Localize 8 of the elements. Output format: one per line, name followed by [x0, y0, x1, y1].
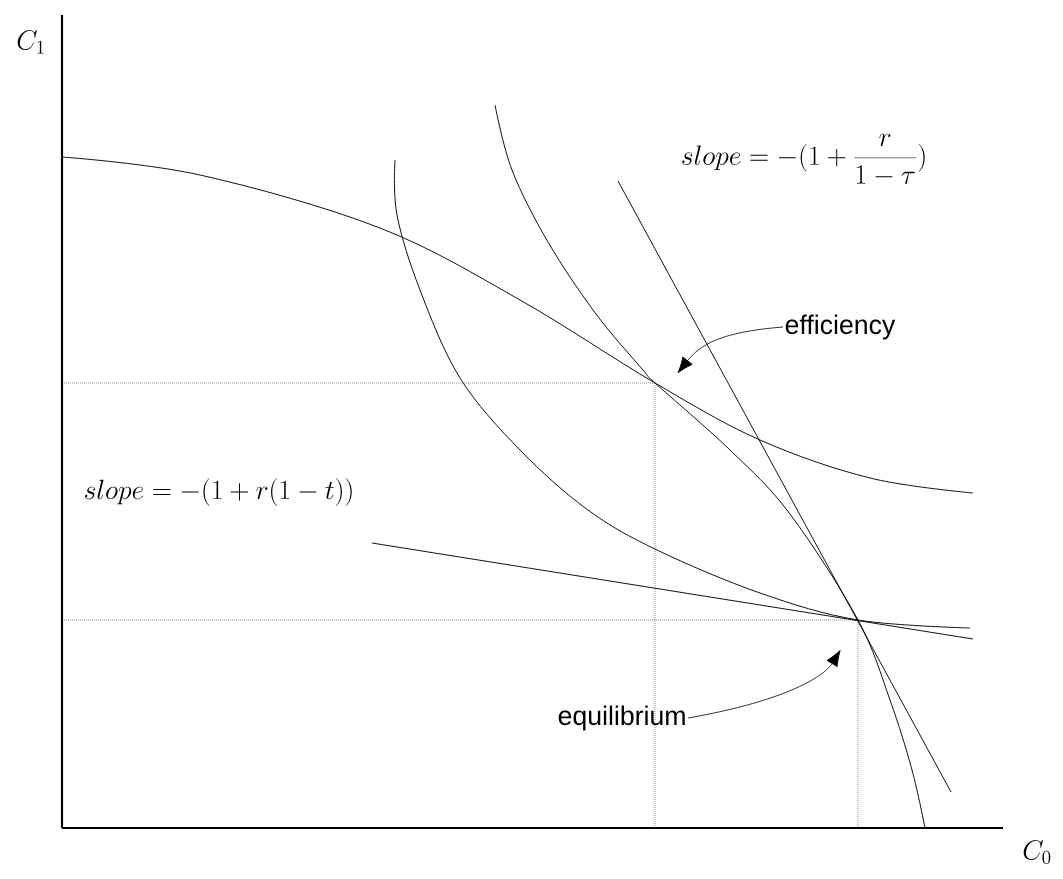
formula-label: $slope = -(1+r(1-t))$ [85, 478, 352, 506]
formula-label: $C_1$ [17, 29, 44, 54]
leader-arrow [677, 326, 784, 374]
leader-arrow [687, 650, 841, 719]
text-label: efficiency [785, 314, 896, 340]
text-label: equilibrium [558, 705, 685, 731]
formula-label: $slope = -(1+\frac{r}{1-\tau})$ [682, 133, 925, 184]
formula-label: $C_0$ [1023, 839, 1051, 864]
